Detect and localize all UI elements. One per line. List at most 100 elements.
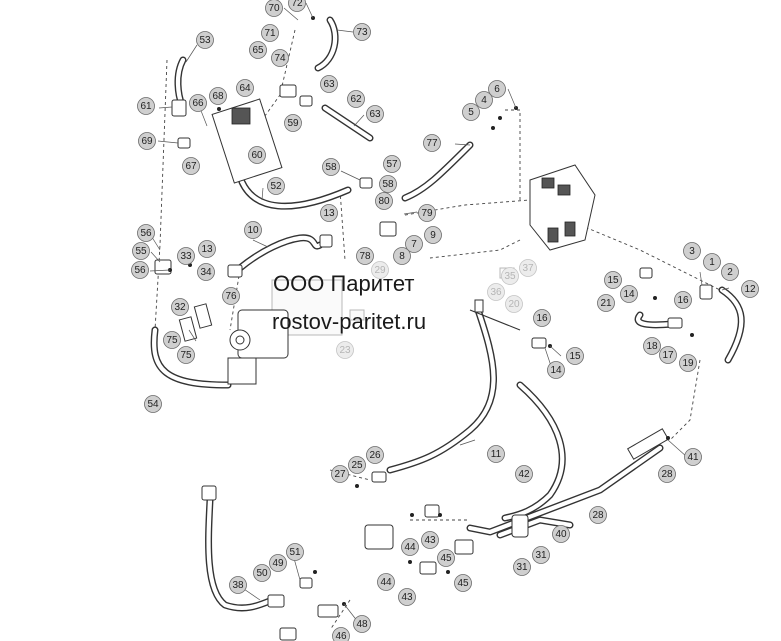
callout-circle [229,576,247,594]
parts [154,16,713,641]
callout-number: 25 [351,460,363,471]
callout-circle [741,280,759,298]
callout-51: 51 [286,543,304,561]
callout-circle [236,79,254,97]
callout-number: 56 [140,228,152,239]
callout-circle [721,263,739,281]
callout-circle [163,331,181,349]
callout-59: 59 [284,114,302,132]
callout-number: 49 [272,558,284,569]
callout-52: 52 [267,177,285,195]
callout-circle [177,346,195,364]
callout-circle [137,224,155,242]
callout-2: 2 [721,263,739,281]
callout-number: 29 [374,265,386,276]
callout-circle [353,23,371,41]
callout-number: 78 [359,251,371,262]
callout-circle [620,285,638,303]
callout-circle [679,354,697,372]
callout-42: 42 [515,465,533,483]
callout-10: 10 [244,221,262,239]
callout-number: 53 [199,35,211,46]
callout-53: 53 [196,31,214,49]
callout-number: 27 [334,469,346,480]
callout-75: 75 [177,346,195,364]
callout-number: 46 [335,631,347,641]
callout-circle [487,445,505,463]
callout-number: 48 [356,619,368,630]
callout-25: 25 [348,456,366,474]
callout-number: 75 [180,350,192,361]
callout-number: 21 [600,298,612,309]
callout-circle [288,0,306,12]
callout-number: 55 [135,246,147,257]
callout-circle [269,554,287,572]
callout-7: 7 [405,235,423,253]
callout-78: 78 [356,247,374,265]
callout-31: 31 [532,546,550,564]
callout-circle [284,114,302,132]
callout-46: 46 [332,627,350,641]
callout-number: 28 [661,469,673,480]
callout-circle [353,615,371,633]
callout-number: 37 [522,263,534,274]
callout-number: 57 [386,159,398,170]
callout-number: 33 [180,251,192,262]
callout-circle [197,263,215,281]
callout-circle [401,538,419,556]
callout-circle [643,337,661,355]
callout-circle [222,287,240,305]
callout-64: 64 [236,79,254,97]
callout-circle [532,546,550,564]
callout-18: 18 [643,337,661,355]
callout-circle [371,261,389,279]
callout-circle [683,242,701,260]
callout-circle [331,465,349,483]
callout-number: 35 [504,271,516,282]
callout-circle [332,627,350,641]
callout-number: 80 [378,196,390,207]
callout-circle [320,75,338,93]
callout-circle [475,91,493,109]
callout-circle [322,158,340,176]
callout-37: 37 [519,259,537,277]
callout-number: 61 [140,101,152,112]
callout-number: 5 [468,107,474,118]
callout-12: 12 [741,280,759,298]
callout-number: 42 [518,469,530,480]
callout-circle [547,361,565,379]
callout-67: 67 [182,157,200,175]
callout-14: 14 [547,361,565,379]
callout-circle [267,177,285,195]
callout-circle [209,87,227,105]
callout-34: 34 [197,263,215,281]
callout-44: 44 [377,573,395,591]
callout-11: 11 [487,445,505,463]
callout-number: 31 [516,562,528,573]
manifold [626,428,670,460]
watermark-website: rostov-paritet.ru [272,309,427,334]
callout-number: 44 [380,577,392,588]
pump-assembly [227,279,343,385]
callout-number: 13 [323,208,335,219]
callout-number: 14 [550,365,562,376]
callout-circle [198,240,216,258]
callout-circle [519,259,537,277]
callout-number: 19 [682,358,694,369]
callout-number: 54 [147,399,159,410]
callout-20: 20 [505,295,523,313]
callout-circle [144,395,162,413]
callout-6: 6 [488,80,506,98]
callout-15: 15 [604,271,622,289]
callout-number: 28 [592,510,604,521]
callout-number: 63 [369,109,381,120]
hoses [150,16,745,612]
callout-74: 74 [271,49,289,67]
callout-number: 45 [457,578,469,589]
callout-number: 45 [440,553,452,564]
callout-circle [393,247,411,265]
callout-26: 26 [366,446,384,464]
callout-circle [437,549,455,567]
